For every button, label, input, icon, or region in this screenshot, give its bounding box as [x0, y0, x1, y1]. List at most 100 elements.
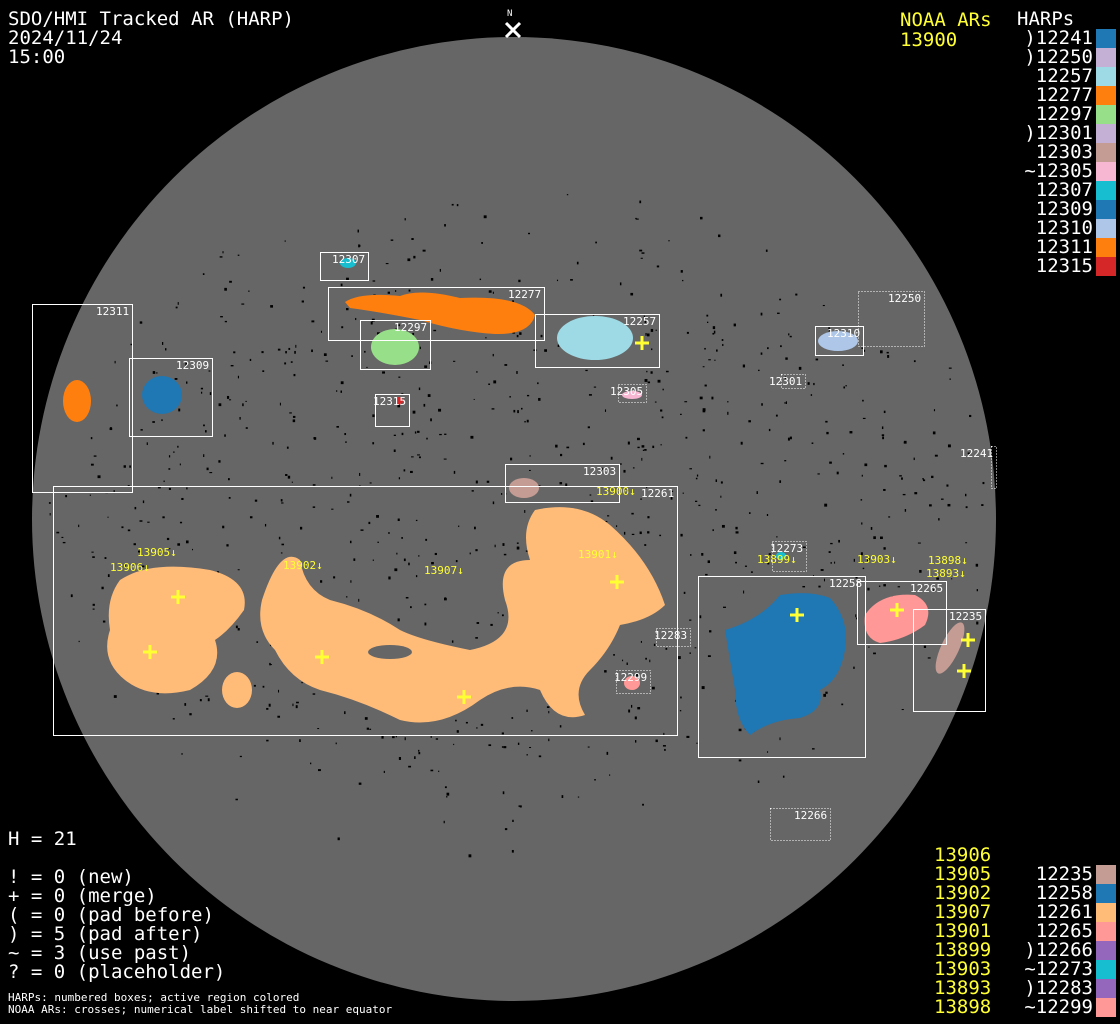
- speckle: [841, 703, 844, 706]
- color-swatch: [1096, 865, 1116, 884]
- speckle: [630, 704, 633, 708]
- speckle: [917, 542, 921, 544]
- active-regions: [63, 258, 965, 735]
- speckle: [268, 703, 271, 707]
- speckle: [280, 499, 283, 502]
- speckle: [883, 584, 886, 587]
- speckle: [113, 695, 117, 698]
- speckle: [222, 525, 225, 529]
- harp-box-label: 12309: [176, 359, 210, 372]
- speckle: [349, 540, 352, 544]
- speckle: [465, 721, 468, 724]
- speckle: [509, 396, 512, 398]
- speckle: [720, 481, 723, 484]
- stat-line: ~ = 3 (use past): [8, 942, 192, 964]
- speckle: [695, 477, 698, 480]
- speckle: [254, 499, 258, 502]
- speckle: [501, 614, 504, 617]
- speckle: [226, 395, 230, 399]
- noaa-cross-icon: [961, 633, 975, 647]
- speckle: [256, 641, 259, 643]
- speckle: [453, 360, 456, 362]
- harp-legend-item: 12257: [1013, 67, 1116, 86]
- speckle: [795, 293, 798, 296]
- speckle: [261, 351, 264, 354]
- h-count: H = 21: [8, 828, 77, 850]
- speckle: [218, 460, 221, 463]
- speckle: [976, 621, 979, 625]
- stat-line: ( = 0 (pad before): [8, 904, 214, 926]
- speckle: [162, 341, 164, 345]
- speckle: [397, 404, 401, 408]
- speckle: [393, 449, 396, 453]
- speckle: [565, 483, 568, 487]
- speckle: [262, 685, 265, 688]
- speckle: [90, 463, 94, 466]
- harp-number: ~12273: [1024, 958, 1093, 980]
- speckle: [702, 410, 706, 413]
- speckle: [560, 453, 563, 457]
- speckle: [337, 837, 340, 841]
- stat-line: ) = 5 (pad after): [8, 923, 203, 945]
- speckle: [982, 481, 985, 485]
- speckle: [640, 640, 642, 643]
- speckle: [721, 339, 724, 341]
- speckle: [570, 279, 573, 281]
- speckle: [707, 655, 711, 658]
- speckle: [802, 585, 806, 588]
- speckle: [289, 412, 292, 414]
- speckle: [358, 244, 360, 248]
- speckle: [902, 493, 906, 496]
- speckle: [346, 308, 349, 311]
- speckle: [760, 462, 764, 465]
- speckle: [798, 366, 802, 370]
- speckle: [97, 475, 101, 479]
- harp-legend-item: )12266: [1013, 941, 1116, 960]
- harp-legend-item: 12311: [1013, 238, 1116, 257]
- speckle: [785, 357, 788, 360]
- region-12261-hole: [368, 645, 412, 659]
- speckle: [533, 349, 536, 351]
- speckle: [177, 302, 179, 305]
- speckle: [919, 569, 922, 573]
- speckle: [295, 344, 297, 348]
- speckle: [682, 492, 684, 494]
- harp-box: [320, 252, 369, 281]
- speckle: [660, 409, 663, 412]
- speckle: [636, 673, 638, 677]
- speckle: [696, 742, 698, 744]
- speckle: [826, 431, 829, 435]
- speckle: [716, 349, 718, 352]
- speckle: [227, 478, 230, 481]
- speckle: [417, 430, 420, 433]
- speckle: [862, 567, 865, 570]
- speckle: [49, 513, 51, 516]
- noaa-disk-label: 13905↓: [137, 546, 177, 559]
- speckle: [628, 709, 631, 713]
- speckle: [695, 500, 698, 502]
- speckle: [582, 442, 585, 446]
- speckle: [123, 465, 126, 468]
- speckle: [224, 434, 226, 437]
- speckle: [663, 732, 665, 736]
- color-swatch: [1096, 105, 1116, 124]
- speckle: [387, 291, 391, 294]
- speckle: [395, 290, 397, 292]
- speckle: [370, 321, 373, 325]
- speckle: [397, 518, 400, 522]
- speckle: [587, 746, 590, 748]
- speckle: [200, 387, 204, 390]
- speckle: [253, 684, 256, 687]
- speckle: [219, 256, 223, 258]
- speckle: [156, 692, 159, 695]
- speckle: [626, 662, 628, 666]
- speckle: [557, 344, 560, 347]
- speckle: [455, 560, 458, 563]
- speckle: [929, 504, 932, 507]
- speckle: [398, 477, 401, 480]
- harp-box-label: 12250: [888, 292, 922, 305]
- harp-legend-item: 12297: [1013, 105, 1116, 124]
- speckle: [237, 628, 240, 631]
- speckle: [680, 413, 682, 415]
- speckle: [189, 713, 192, 716]
